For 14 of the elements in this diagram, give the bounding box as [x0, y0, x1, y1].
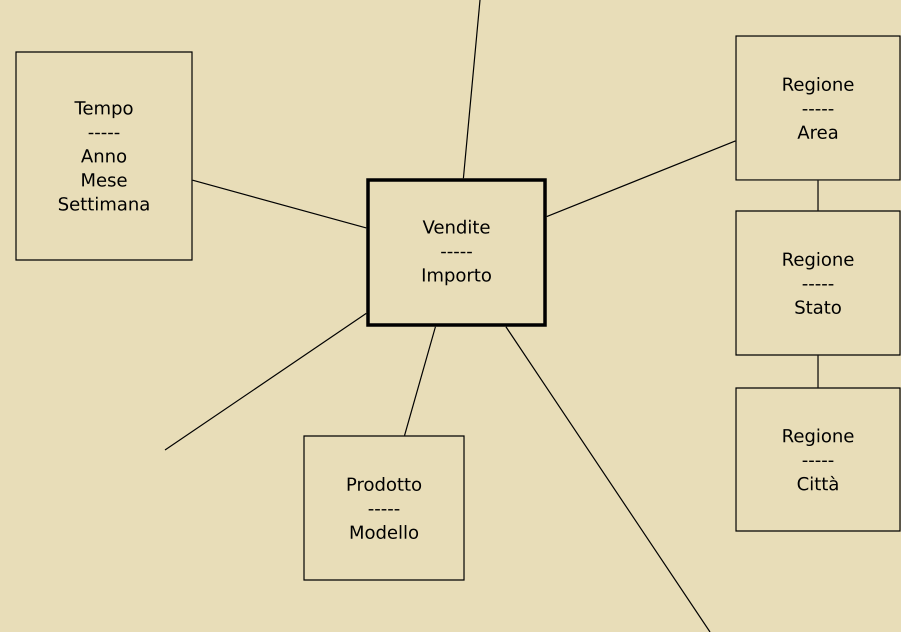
connector-line	[462, 0, 481, 178]
connector-line	[505, 326, 710, 632]
connector-line	[546, 140, 736, 218]
entity-box: Regione ----- Stato	[735, 210, 901, 356]
entity-box: Prodotto ----- Modello	[303, 435, 465, 581]
connector-line	[192, 180, 366, 228]
connector-line	[817, 180, 819, 210]
connector-line	[164, 312, 367, 450]
entity-box: Regione ----- Area	[735, 35, 901, 181]
connector-line	[404, 326, 436, 436]
entity-box: Regione ----- Città	[735, 387, 901, 532]
entity-box: Vendite ----- Importo	[366, 178, 547, 327]
connector-line	[817, 356, 819, 388]
entity-box: Tempo ----- Anno Mese Settimana	[15, 51, 193, 261]
